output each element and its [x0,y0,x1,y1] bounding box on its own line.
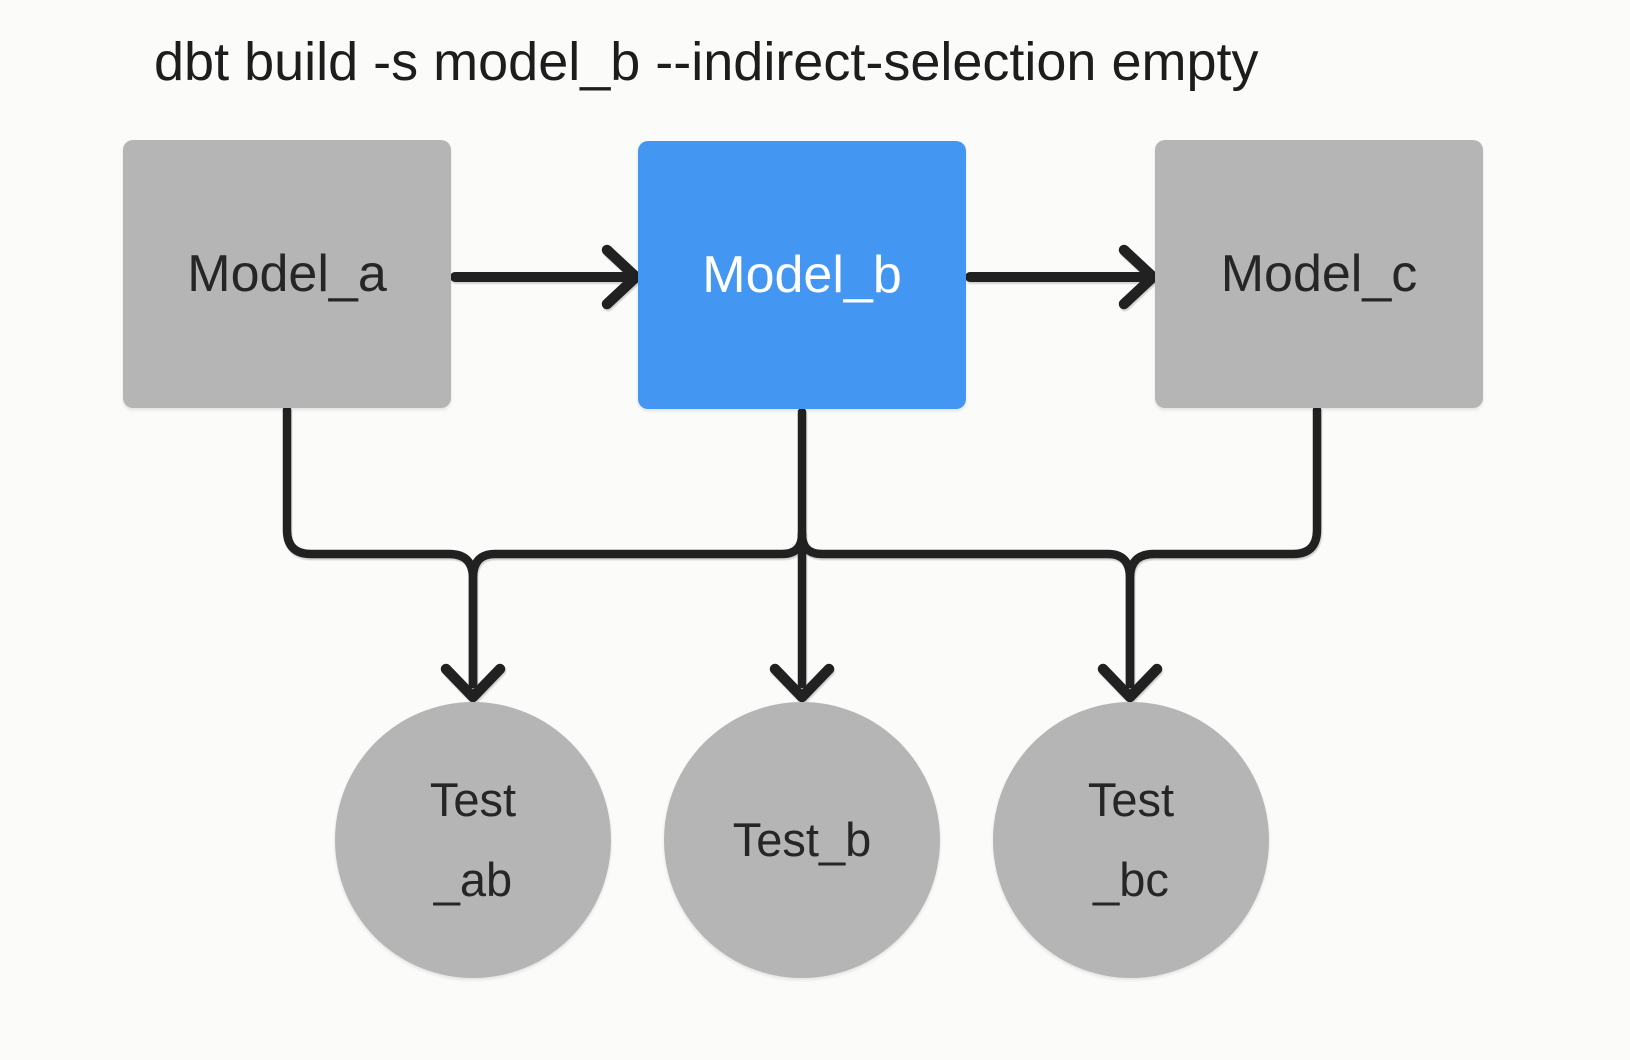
model-b-label: Model_b [702,246,902,304]
edge-model-b-to-test-ab [468,529,807,689]
model-a-label: Model_a [187,245,387,303]
model-node-c: Model_c [1155,140,1483,408]
edge-model-a-to-model-b-arrowhead-icon [601,244,642,310]
model-node-b-selected: Model_b [638,141,966,409]
edge-model-b-to-model-c-arrowhead-icon [1118,244,1159,310]
edge-model-b-to-test-bc [797,529,1135,689]
model-node-a: Model_a [123,140,451,408]
test-ab-label-line1: Test [429,773,517,826]
diagram-title: dbt build -s model_b --indirect-selectio… [154,32,1259,92]
test-node-ab: Test _ab [335,702,611,978]
edge-to-test-ab-arrowhead-icon [440,663,506,703]
test-b-label-line1: Test_b [732,813,872,866]
test-node-b: Test_b [664,702,940,978]
test-node-bc: Test _bc [993,702,1269,978]
test-ab-label-line2: _ab [433,853,513,906]
test-bc-label-line1: Test [1087,773,1175,826]
edge-model-a-to-test-ab [282,405,478,689]
test-bc-label-line2: _bc [1093,853,1169,906]
edge-to-test-b-arrowhead-icon [769,663,835,703]
edge-to-test-bc-arrowhead-icon [1097,663,1163,703]
edge-model-c-to-test-bc [1125,405,1322,689]
model-c-label: Model_c [1220,245,1418,303]
